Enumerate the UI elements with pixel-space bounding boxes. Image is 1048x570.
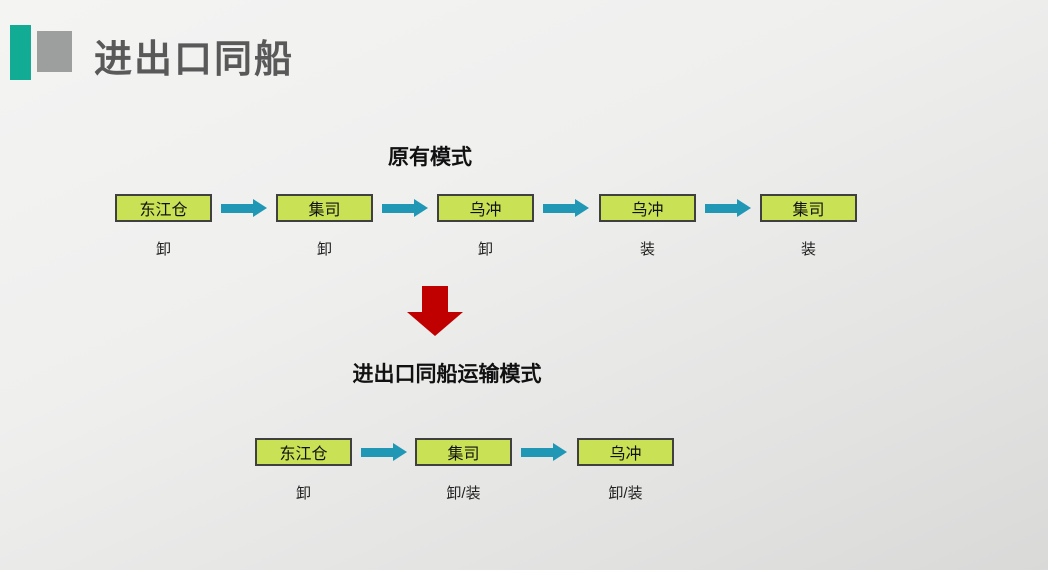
flow-node-dongjiangcang: 东江仓 [255,438,352,466]
original-mode-heading: 原有模式 [388,146,472,169]
action-label: 卸/装 [446,485,481,502]
flow-node-jisi: 集司 [415,438,512,466]
flow-arrow-right-icon [221,199,267,217]
flow-arrow-right-icon [361,443,407,461]
action-label: 装 [800,241,816,258]
title-accent-teal-bar [10,25,31,80]
flow-node-wuchong: 乌冲 [437,194,534,222]
action-label: 卸 [155,241,171,258]
action-label: 卸/装 [608,485,643,502]
slide-title: 进出口同船 [94,39,295,81]
flow-node-wuchong: 乌冲 [577,438,674,466]
flow-node-wuchong: 乌冲 [599,194,696,222]
flow-node-jisi: 集司 [276,194,373,222]
flow-arrow-right-icon [521,443,567,461]
flow-arrow-right-icon [705,199,751,217]
flow-node-jisi: 集司 [760,194,857,222]
action-label: 装 [639,241,655,258]
transition-down-arrow-icon [407,286,463,336]
new-mode-heading: 进出口同船运输模式 [352,363,542,386]
flow-arrow-right-icon [382,199,428,217]
flow-node-dongjiangcang: 东江仓 [115,194,212,222]
title-accent-gray-square [37,31,72,72]
action-label: 卸 [316,241,332,258]
flow-arrow-right-icon [543,199,589,217]
action-label: 卸 [477,241,493,258]
action-label: 卸 [295,485,311,502]
